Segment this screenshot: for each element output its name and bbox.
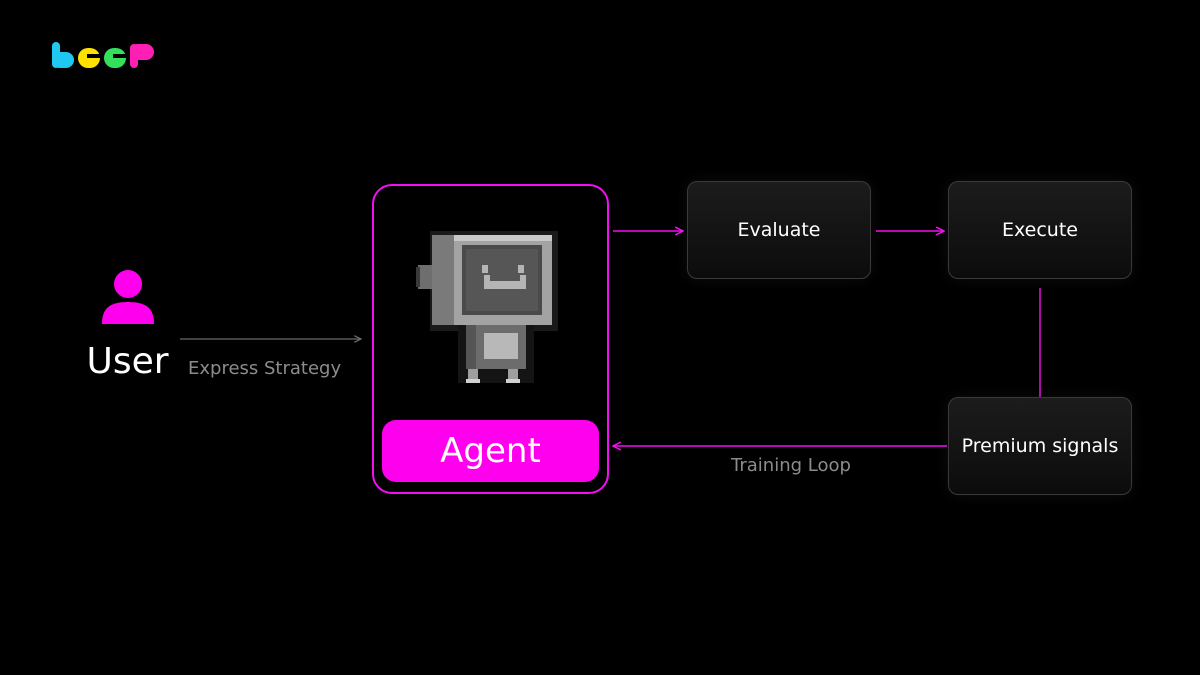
beep-logo [52, 42, 154, 68]
user-icon [102, 270, 154, 324]
user-label: User [86, 341, 169, 382]
evaluate-node: Evaluate [687, 181, 871, 279]
robot-icon [416, 231, 558, 383]
training-loop-label: Training Loop [731, 455, 851, 476]
agent-label: Agent [382, 420, 599, 482]
logo-letter-p [130, 44, 154, 68]
logo-letter-e-1 [78, 48, 100, 68]
logo-letter-e-2 [104, 48, 126, 68]
logo-letter-b [52, 42, 74, 68]
premium-signals-node: Premium signals [948, 397, 1132, 495]
express-strategy-label: Express Strategy [188, 358, 342, 379]
execute-node: Execute [948, 181, 1132, 279]
